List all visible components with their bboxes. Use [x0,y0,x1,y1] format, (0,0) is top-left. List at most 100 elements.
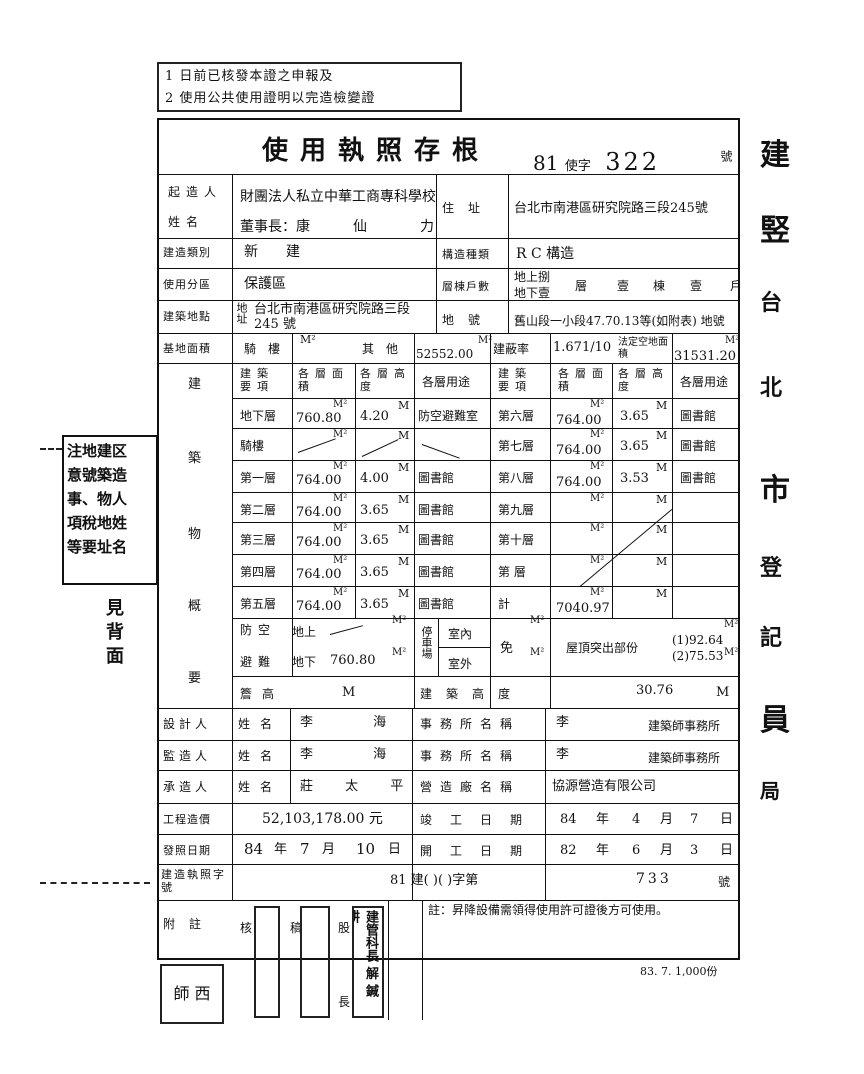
designer-name: 李 海 [300,715,415,730]
floor-height-unit: M [656,399,668,412]
head-use-left: 各層用途 [422,375,471,389]
issue-day-unit: 日 [388,842,402,857]
owner-name: 財團法人私立中華工商專科學校 [240,189,436,205]
eave-label: 簷高 [240,687,285,701]
floor-area-left: 764.00 [296,567,342,582]
floor-height-left: 3.65 [360,565,389,580]
lot-label: 地號 [442,313,495,327]
parking-out-unit: M² [530,647,545,658]
floors-unit: 層 [575,279,588,293]
license-number: 733 [636,871,672,887]
zone: 保護區 [244,276,286,292]
issue-month-unit: 月 [322,842,336,857]
owner-address: 台北市南港區研究院路三段245號 [514,201,708,216]
floor-height-unit: M [398,493,410,506]
roof-unit-2: M² [724,647,739,658]
side-note: 注地建区 意號築造 事、物人 項稅地姓 等要址名 [62,435,158,585]
parking-label: 停車場 [420,626,433,659]
side-note-dash [40,882,150,884]
floor-area-unit: M² [333,399,348,410]
owner-label: 起造人 [168,185,223,199]
site-address-2: 245 號 [254,317,296,332]
notes-text: 註：昇降設備需領得使用許可證後方可使用。 [428,903,669,917]
complete-day: 7 [690,812,699,827]
right-char-1: 建 [760,138,790,173]
floor-label-right: 第十層 [498,533,535,547]
right-char-7: 記 [760,625,783,651]
complete-year: 84 [560,812,577,827]
permit-suffix: 號 [719,150,733,162]
floor-area-right: 764.00 [556,443,602,458]
row-line [232,586,740,587]
header-stamp-line-2: 2 使用公共使用證明以完造檢變證 [165,91,376,106]
col-line [438,618,439,676]
designer-label: 設計人 [163,717,212,731]
head-use-right: 各層用途 [680,375,729,389]
floor-area-unit: M² [333,461,348,472]
permit-serial: 322 [605,148,660,176]
floor-area-left: 764.00 [296,505,342,520]
floor-area-left: 764.00 [296,535,342,550]
approval-1: 核 [240,921,253,935]
floor-use-right: 圖書館 [680,409,717,423]
row-line [232,618,740,619]
contractor-name-label: 姓名 [238,780,283,794]
shelter-above: 地上 [292,625,317,639]
floor-area-right: 7040.97 [556,601,610,616]
start-month: 6 [632,843,641,858]
building-unit: 棟 [653,279,666,293]
right-char-3: 台 [760,290,783,316]
summary-side-3: 物 [188,527,202,542]
owner-rep-name: 仙 [353,219,367,235]
floor-label-left: 騎樓 [240,439,265,453]
floor-label-right: 第 層 [498,565,526,579]
row-line [232,522,740,523]
license-suffix: 號 [718,875,731,889]
col-line [550,333,551,708]
notes-label: 附註 [163,917,216,931]
company-name: 協源營造有限公司 [552,779,657,794]
complete-month-unit: 月 [660,812,674,827]
floor-area-unit: M² [590,493,605,504]
summary-side-5: 要 [188,671,202,686]
row-line [157,770,740,771]
floor-area-right: 764.00 [556,413,602,428]
start-day: 3 [690,843,699,858]
col-line [232,174,233,900]
col-line [292,333,293,676]
building-height-label: 建築高度 [420,687,525,701]
row-line [157,238,740,239]
summary-side-4: 概 [188,599,202,614]
site-address: 台北市南港區研究院路三段 [254,302,411,317]
floor-use-left: 圖書館 [418,533,455,547]
start-year-unit: 年 [596,843,610,858]
floor-use-right: 圖書館 [680,439,717,453]
supervisor-office-tail: 建築師事務所 [648,751,721,765]
household-unit: 戶 [730,279,743,293]
bottom-stamp: 師 西 [160,964,224,1024]
side-note-line-1: 注地建区 [67,442,128,460]
build-type: 新建 [244,244,328,260]
floor-area-unit: M² [333,587,348,598]
issue-label: 發照日期 [163,844,211,857]
header-stamp-line-1: 1 日前已核發本證之申報及 [165,69,334,84]
approval-2: 稿 [290,921,303,935]
license-text: 81 建( )( )字第 [390,873,479,888]
shelter-below-unit: M² [392,647,407,658]
row-line [157,268,740,269]
floor-area-left: 764.00 [296,599,342,614]
floor-height-unit: M [398,555,410,568]
shelter-below-value: 760.80 [330,653,376,668]
supervisor-name-label: 姓名 [238,749,283,763]
complete-year-unit: 年 [596,812,610,827]
header-stamp: 1 日前已核發本證之申報及 2 使用公共使用證明以完造檢變證 [157,62,462,112]
legal-area-unit: M² [725,335,740,346]
eave-value: M [342,685,356,700]
row-line [438,647,490,648]
complete-month: 4 [632,812,641,827]
form-title: 使用執照存根 [262,136,491,166]
summary-side-2: 築 [188,451,202,466]
head-height-left: 各層高度 [360,367,411,393]
floor-use-left: 圖書館 [418,471,455,485]
start-day-unit: 日 [720,843,734,858]
